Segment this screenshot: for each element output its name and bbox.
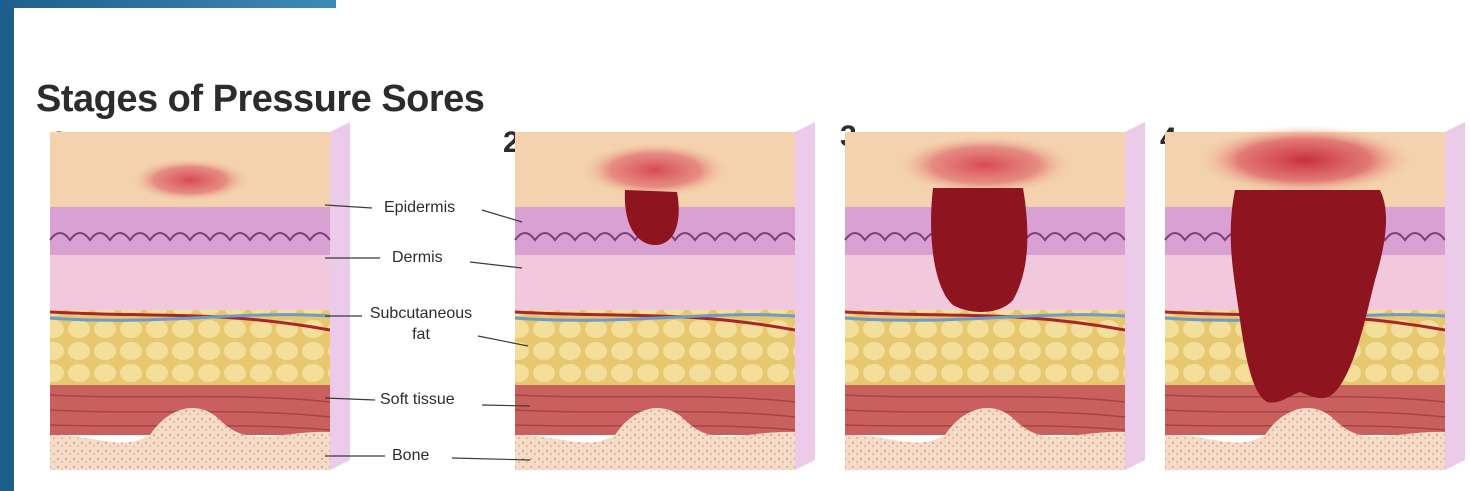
label-subcutaneous-line1: Subcutaneous: [370, 305, 472, 322]
label-subcutaneous-line2: fat: [412, 326, 430, 343]
stage-3-wound: [931, 188, 1027, 312]
stage-1-redness: [130, 158, 250, 202]
diagram-title: Stages of Pressure Sores: [36, 78, 484, 121]
label-epidermis: Epidermis: [384, 198, 455, 219]
stage-1-dermis: [50, 255, 330, 310]
label-bone: Bone: [392, 446, 429, 467]
stage-1-epidermis: [50, 207, 330, 255]
label-soft-tissue: Soft tissue: [380, 390, 455, 411]
label-dermis: Dermis: [392, 248, 443, 269]
stage-2-tissue-block: [505, 120, 820, 475]
label-subcutaneous-fat: Subcutaneous fat: [364, 304, 478, 346]
accent-bar-top: [0, 0, 336, 8]
stage-3-tissue-block: [835, 120, 1150, 475]
accent-bar-left: [0, 0, 14, 491]
stage-1-tissue-block: [40, 120, 355, 475]
stage-4-tissue-block: [1155, 120, 1470, 475]
